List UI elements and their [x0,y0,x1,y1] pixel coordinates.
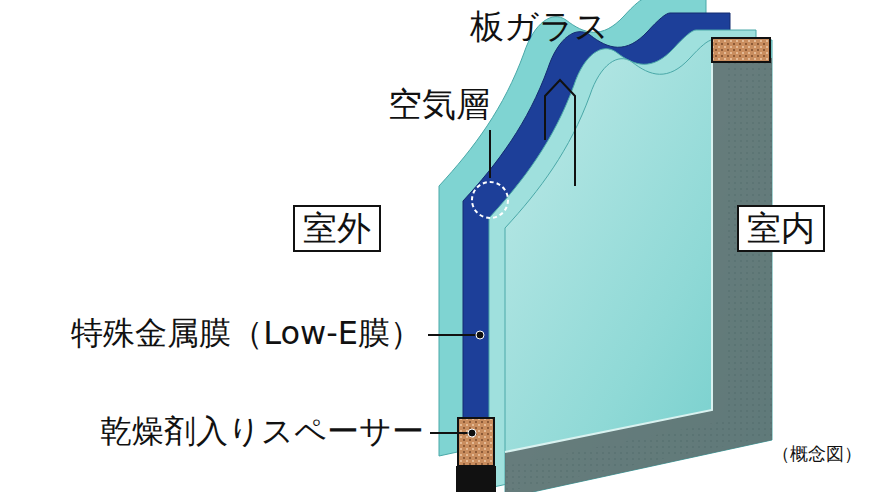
spacer-band [505,58,772,492]
region-box: 室内 [737,205,825,252]
sealant [456,466,496,492]
leader-air [489,130,491,178]
part-label: 板ガラス [470,8,609,45]
region-name: 室内 [747,208,815,248]
part-label: 空気層 [388,86,490,123]
spacer-edge [505,58,712,452]
leader-lowe [428,334,478,336]
inner-glass [505,40,772,492]
leader-spacer [430,432,470,434]
spacer-section-top [712,38,770,62]
leader-dot [476,331,484,339]
part-label: 特殊金属膜（Low-E膜） [71,316,422,351]
leader-glass [545,80,575,186]
note-label: （概念図） [772,444,862,464]
part-label: 乾燥剤入りスペーサー [100,414,424,449]
leader-dot [468,429,476,437]
spacer-section-bottom [458,418,494,466]
region-name: 室外 [303,208,371,248]
air-layer-marker [472,182,508,218]
region-box: 室外 [293,205,381,252]
spacer-dots [505,58,772,492]
